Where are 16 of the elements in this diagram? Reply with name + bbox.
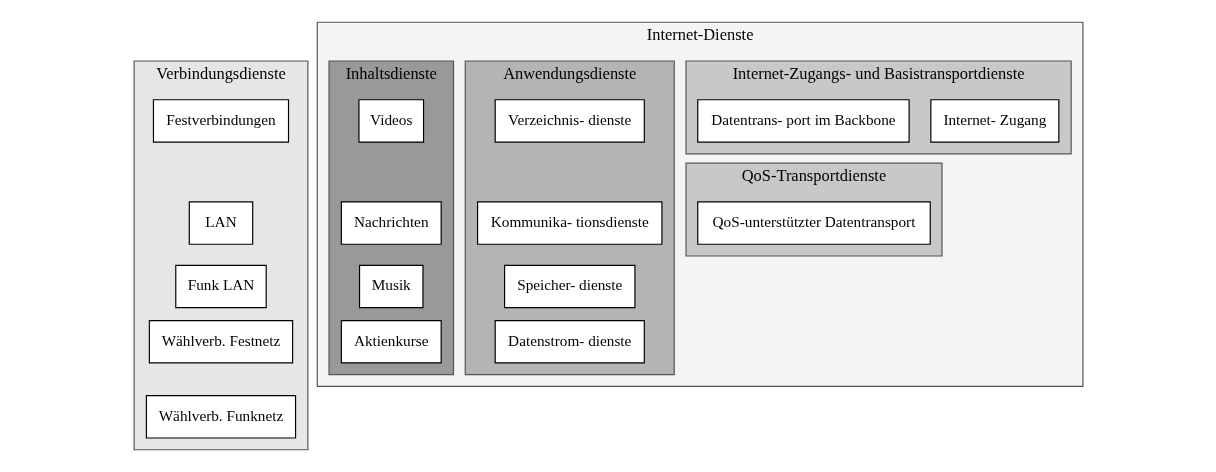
node-box: QoS-unterstützter Datentransport (696, 201, 931, 245)
node-box: Festverbindungen (152, 99, 289, 143)
node-box: Internet- Zugang (929, 99, 1059, 143)
node-box: Funk LAN (174, 264, 267, 309)
node-box: Wählverb. Festnetz (148, 319, 293, 364)
node-box: Videos (357, 99, 424, 143)
node-box: Nachrichten (340, 201, 442, 245)
node-box: Speicher- dienste (503, 264, 635, 309)
node-box: Kommunika- tionsdienste (476, 201, 662, 245)
node-box: Verzeichnis- dienste (494, 99, 645, 143)
node-box: Datenstrom- dienste (494, 319, 645, 364)
node-box: Datentrans- port im Backbone (696, 99, 910, 143)
node-box: Musik (358, 264, 424, 309)
node-box: LAN (188, 201, 253, 245)
node-box: Aktienkurse (340, 319, 442, 364)
node-box: Wählverb. Funknetz (145, 395, 296, 439)
